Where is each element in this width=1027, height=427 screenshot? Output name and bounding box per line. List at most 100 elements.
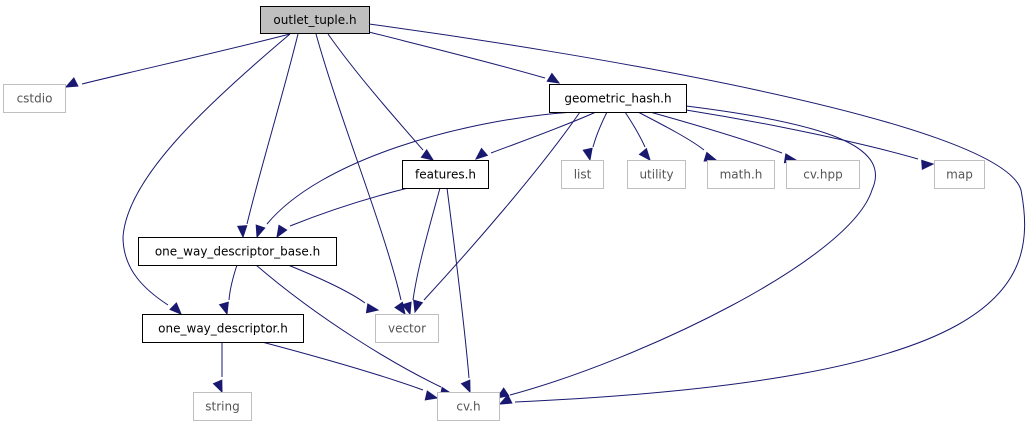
node-label: one_way_descriptor.h [158, 322, 288, 336]
edge-arrowhead [218, 301, 229, 316]
edge-line [368, 31, 546, 79]
edge-arrowhead [169, 302, 182, 315]
edge-arrowhead [413, 299, 424, 314]
edge-one-way-descriptor-to-cv-h [261, 341, 439, 401]
edge-line [289, 187, 409, 227]
edge-geometric-hash-to-vector [413, 111, 581, 314]
edge-line [592, 111, 608, 148]
node-label: one_way_descriptor_base.h [155, 245, 320, 259]
node-one-way-descriptor[interactable]: one_way_descriptor.h [142, 314, 304, 343]
edge-line [412, 187, 441, 301]
node-label: features.h [415, 168, 476, 182]
node-label: cv.hpp [803, 168, 842, 182]
edge-geometric-hash-to-one-way-descriptor-base [255, 111, 574, 239]
edge-outlet-tuple-to-one-way-descriptor [122, 33, 291, 315]
edge-outlet-tuple-to-features [327, 33, 435, 161]
node-box [934, 160, 985, 189]
node-string: string [193, 392, 252, 421]
node-box [402, 160, 489, 189]
edge-line [266, 111, 574, 225]
node-math-h: math.h [707, 160, 775, 189]
edge-line [368, 23, 1026, 403]
edge-arrowhead [424, 390, 439, 401]
node-map: map [934, 160, 985, 189]
edge-one-way-descriptor-base-to-vector [287, 264, 380, 314]
edge-line [649, 111, 783, 154]
node-cv-hpp: cv.hpp [786, 160, 860, 189]
edge-line [122, 33, 291, 306]
edge-geometric-hash-to-list [582, 111, 608, 162]
node-label: cstdio [17, 92, 53, 106]
node-box [786, 160, 860, 189]
edge-geometric-hash-to-utility [624, 111, 651, 162]
edge-arrowhead [401, 301, 412, 316]
node-label: utility [639, 168, 673, 182]
edge-line [246, 33, 299, 225]
edge-geometric-hash-to-cv-h [495, 105, 876, 399]
edge-arrowhead [638, 147, 651, 162]
edge-arrowhead [921, 159, 935, 171]
node-cstdio: cstdio [3, 84, 66, 113]
edge-line [287, 264, 366, 304]
node-features[interactable]: features.h [402, 160, 489, 189]
edge-geometric-hash-to-map [685, 109, 935, 171]
edge-outlet-tuple-to-cv-h [368, 23, 1026, 405]
edge-arrowhead [498, 394, 513, 405]
node-box [193, 392, 252, 421]
edge-arrowhead [582, 147, 593, 162]
edge-one-way-descriptor-to-string [212, 342, 223, 394]
node-label: geometric_hash.h [564, 92, 671, 106]
edge-line [228, 264, 238, 301]
edge-features-to-vector [401, 187, 441, 316]
node-box [627, 160, 686, 189]
node-box [707, 160, 775, 189]
node-box [260, 6, 370, 34]
node-box [549, 84, 687, 113]
edge-arrowhead [460, 379, 471, 394]
edge-line [685, 109, 919, 160]
node-label: list [574, 168, 592, 182]
node-box [437, 392, 500, 421]
edge-outlet-tuple-to-geometric-hash [368, 31, 561, 84]
edge-line [81, 33, 291, 85]
edge-outlet-tuple-to-cstdio [64, 33, 291, 88]
edge-line [509, 105, 876, 396]
edge-line [490, 111, 597, 154]
node-label: string [205, 400, 239, 414]
node-box [138, 237, 337, 266]
node-box [142, 314, 304, 343]
edge-one-way-descriptor-base-to-one-way-descriptor [218, 264, 238, 316]
node-label: math.h [720, 168, 763, 182]
edge-arrowhead [64, 77, 79, 88]
edge-outlet-tuple-to-one-way-descriptor-base [237, 33, 299, 239]
edge-arrowhead [703, 151, 718, 162]
node-box [3, 84, 66, 113]
edge-features-to-one-way-descriptor-base [276, 187, 409, 239]
edge-line [637, 111, 705, 151]
node-label: vector [388, 322, 426, 336]
node-box [375, 314, 439, 343]
edge-features-to-cv-h [446, 187, 471, 394]
edge-line [261, 341, 424, 391]
node-vector: vector [375, 314, 439, 343]
edge-arrowhead [255, 224, 266, 239]
edge-geometric-hash-to-features [474, 111, 597, 160]
node-one-way-descriptor-base[interactable]: one_way_descriptor_base.h [138, 237, 337, 266]
edge-line [327, 33, 424, 151]
node-cv-h: cv.h [437, 392, 500, 421]
edge-arrowhead [474, 147, 489, 160]
edges-layer [64, 23, 1026, 405]
edge-arrowhead [420, 149, 435, 161]
node-geometric-hash[interactable]: geometric_hash.h [549, 84, 687, 113]
node-utility: utility [627, 160, 686, 189]
edge-line [624, 111, 646, 148]
edge-line [255, 264, 442, 388]
node-list: list [561, 160, 604, 189]
node-outlet-tuple[interactable]: outlet_tuple.h [260, 6, 370, 34]
edge-line [423, 111, 581, 301]
edge-arrowhead [276, 224, 288, 239]
edge-line [315, 33, 402, 301]
edge-arrowhead [365, 303, 380, 314]
